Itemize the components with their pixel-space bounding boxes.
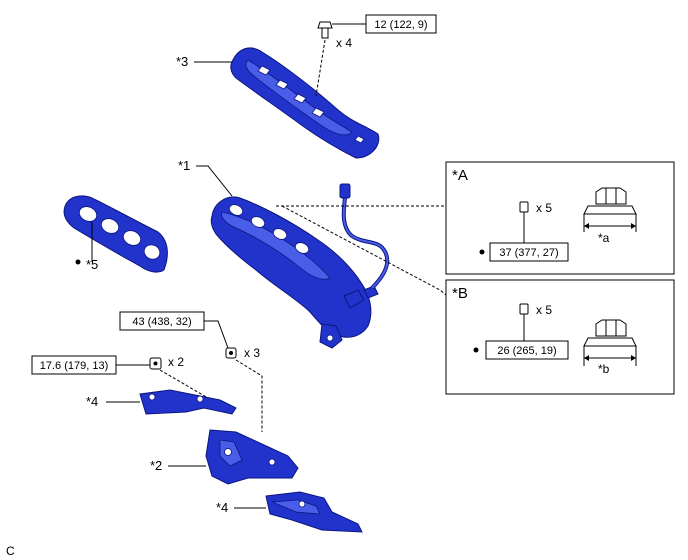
nut-icon (519, 303, 529, 315)
nut-icon (519, 201, 529, 213)
inset-a-title: *A (452, 167, 468, 184)
callout-nut-a: *a (598, 231, 610, 245)
callout-p1: *1 (178, 158, 190, 173)
torque-t17: 17.6 (179, 13) (40, 360, 109, 372)
leader-p1 (196, 165, 233, 197)
exhaust-manifold (210, 196, 379, 349)
torque-t37: 37 (377, 27) (499, 247, 558, 259)
bolt-icon (317, 21, 333, 39)
dashed-guide-left (159, 369, 209, 399)
callout-p4a: *4 (86, 394, 98, 409)
bolt-icon (225, 347, 237, 359)
quantity-a: x 5 (536, 201, 552, 215)
callout-p4b: *4 (216, 500, 228, 515)
leader-t43 (204, 320, 229, 349)
quantity-mid: x 3 (244, 346, 260, 360)
sensor-connector (339, 183, 351, 199)
bolt-icon (149, 357, 162, 370)
upper-heat-insulator (230, 47, 380, 159)
replace-dot-icon (75, 259, 81, 265)
manifold-stay-upper (139, 389, 237, 415)
torque-box-t26 (485, 340, 569, 360)
quantity-b: x 5 (536, 303, 552, 317)
manifold-stay (205, 429, 299, 485)
callout-nut-b: *b (598, 362, 610, 376)
quantity-top: x 4 (336, 36, 352, 50)
nut-detail-icon (583, 319, 637, 366)
replace-dot-icon (473, 347, 479, 353)
torque-t26: 26 (265, 19) (497, 345, 556, 357)
nut-detail-icon (583, 187, 637, 232)
torque-box-t37 (489, 242, 569, 262)
callout-p3: *3 (176, 54, 188, 69)
callout-p5: *5 (86, 257, 98, 272)
inset-b-title: *B (452, 285, 468, 302)
dashed-guide-mid (235, 359, 263, 432)
torque-box-t12 (365, 14, 437, 34)
exhaust-manifold-gasket (63, 195, 168, 273)
manifold-stay-lower (265, 491, 363, 533)
quantity-left: x 2 (168, 355, 184, 369)
replace-dot-icon (479, 249, 485, 255)
dashed-guide-top (315, 39, 326, 97)
callout-p2: *2 (150, 458, 162, 473)
inset-b-frame (445, 279, 675, 395)
torque-t43: 43 (438, 32) (132, 316, 191, 328)
figure-code: C (6, 544, 15, 558)
torque-t12: 12 (122, 9) (374, 19, 427, 31)
